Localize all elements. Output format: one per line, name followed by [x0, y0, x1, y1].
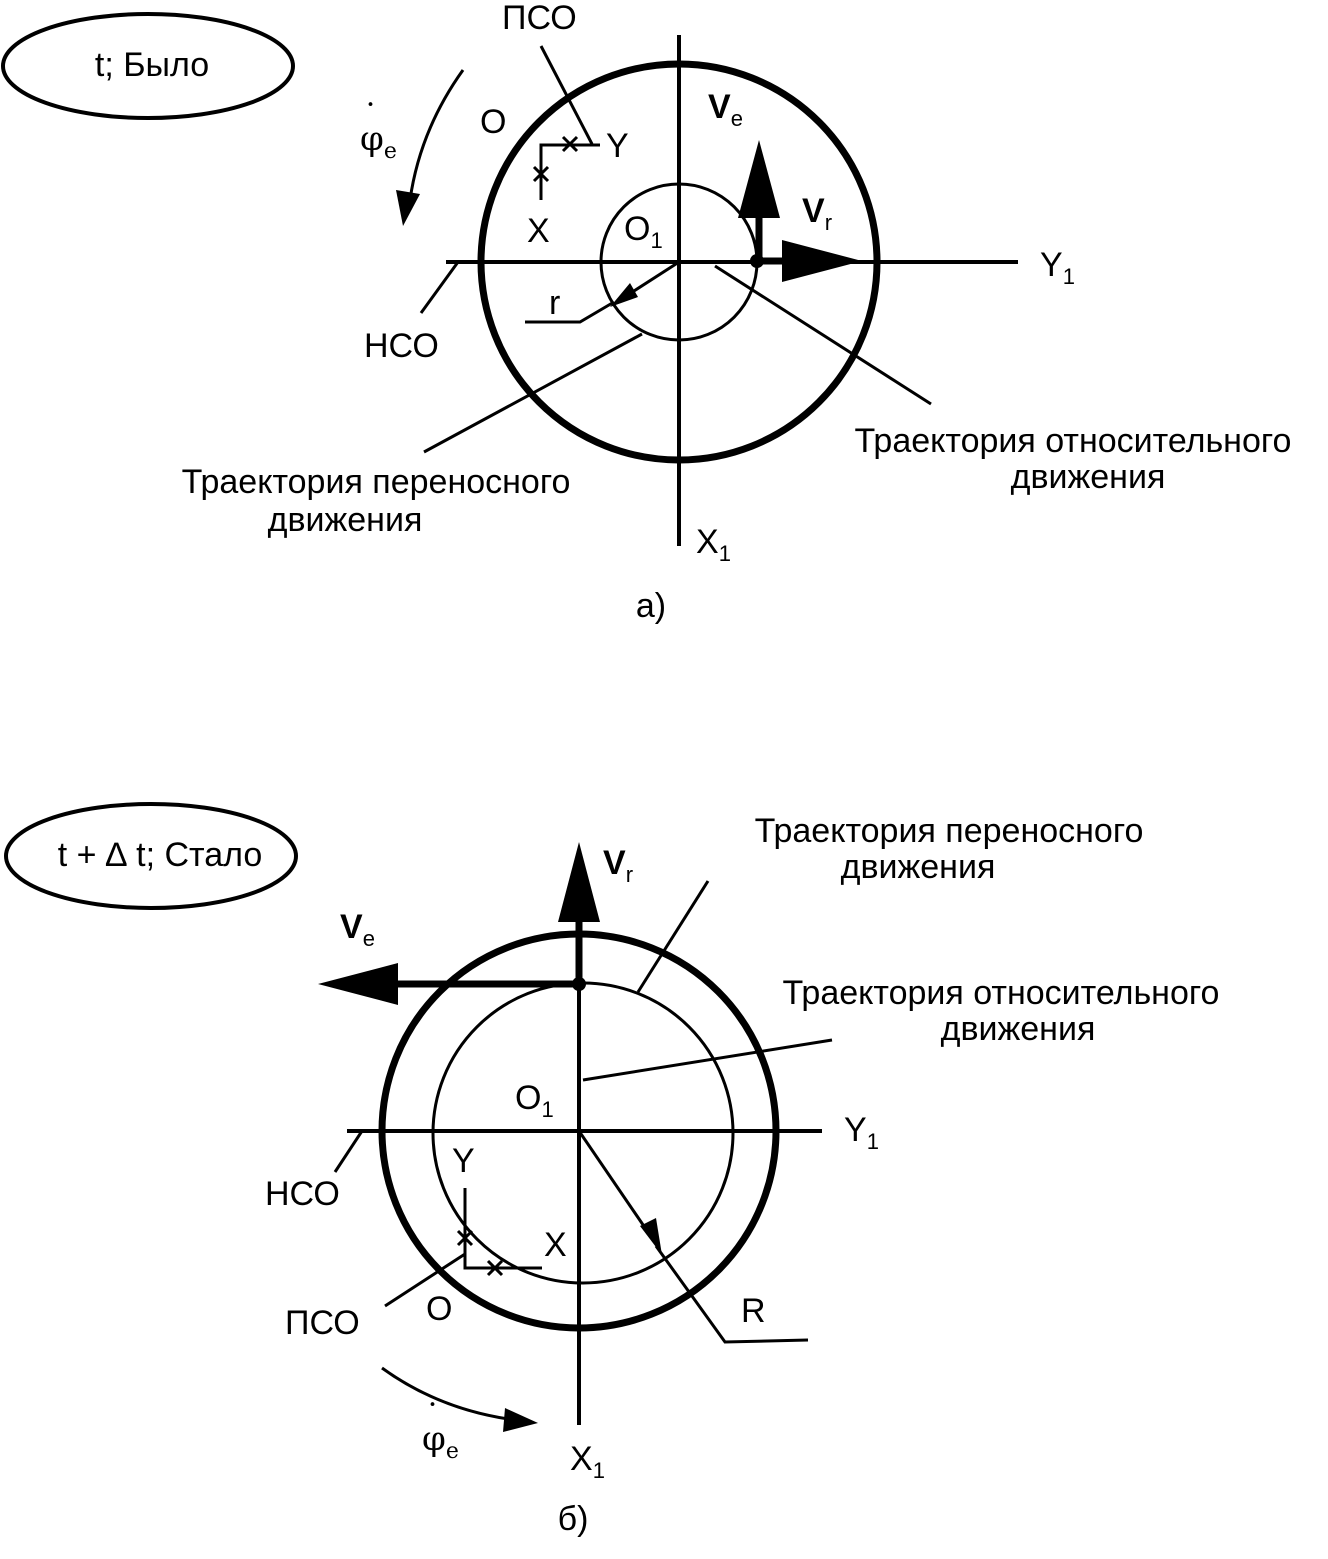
local-frame-axes-a: [539, 143, 600, 200]
pso-label-b: ПСО: [285, 1304, 360, 1342]
panel-a: t; Было r ПСО O Y X НСО O1 Y1: [1, 0, 1292, 625]
transport-traj-label-a: Траектория переносного: [182, 463, 571, 501]
origin-o1-label-b: O1: [515, 1079, 554, 1122]
phi-dot-mark-b: ˙: [424, 1397, 441, 1437]
radius-r-leader-b: [654, 1245, 809, 1344]
pso-label-a: ПСО: [502, 0, 577, 37]
transport-traj-label2-b: движения: [841, 848, 996, 886]
transport-traj-leader-a: [423, 332, 643, 454]
frame-tick-x-b: [486, 1259, 504, 1277]
frame-tick-x-a: [532, 165, 550, 183]
axis-y1-label-b: Y1: [844, 1111, 879, 1154]
nso-leader-a: [419, 261, 460, 314]
frame-tick-y-a: [561, 135, 579, 153]
origin-o-label-a: O: [480, 103, 506, 141]
state-label-a: t; Было: [95, 46, 209, 84]
axis-x1-label-a: X1: [696, 523, 731, 566]
ve-vector-head-a: [738, 140, 780, 218]
pso-leader-b: [384, 1252, 466, 1308]
radius-r-leader-a: [525, 300, 615, 324]
transport-traj-leader-b: [636, 880, 710, 993]
relative-traj-label2-b: движения: [941, 1010, 1096, 1048]
transport-trajectory-circle-a: [477, 60, 881, 464]
relative-traj-leader-a: [714, 264, 932, 406]
vr-vector-head-b: [558, 842, 600, 922]
vr-label-b: Vr: [603, 844, 633, 887]
axis-y1-label-a: Y1: [1040, 246, 1075, 289]
caption-b: б): [558, 1500, 589, 1538]
local-frame-axes-b: [463, 1188, 542, 1270]
state-label-ellipse-a: [1, 12, 295, 120]
panel-b: t + ∆ t; Стало R O1 Y1 X1 НСО: [4, 802, 1220, 1538]
phi-dot-mark-a: ˙: [362, 97, 379, 137]
vr-vector-head-a: [782, 240, 862, 282]
phi-dot-label-a: φe: [360, 119, 397, 164]
axis-x-label-a: X: [527, 212, 550, 250]
radius-r-arrowhead-a: [610, 283, 638, 307]
pso-leader-a: [539, 45, 594, 145]
transport-traj-label-b: Траектория переносного: [755, 812, 1144, 850]
relative-traj-label-b: Траектория относительного: [783, 974, 1220, 1012]
ve-label-b: Ve: [340, 908, 375, 951]
state-label-ellipse-b: [4, 802, 298, 910]
caption-a: а): [636, 587, 666, 625]
origin-o1-label-a: O1: [624, 210, 663, 253]
relative-traj-leader-b: [582, 1038, 833, 1082]
radius-r-label-b: R: [741, 1292, 766, 1330]
axis-x-label-b: X: [544, 1226, 567, 1264]
transport-traj-label2-a: движения: [268, 501, 423, 539]
ve-label-a: Ve: [708, 88, 743, 131]
vr-label-a: Vr: [802, 192, 832, 235]
angular-velocity-arc-b: [381, 1366, 516, 1422]
origin-o-label-b: O: [426, 1290, 452, 1328]
phi-dot-label-b: φe: [422, 1419, 459, 1464]
angular-velocity-arrowhead-a: [396, 190, 420, 226]
angular-velocity-arrowhead-b: [503, 1408, 538, 1432]
relative-traj-label-a: Траектория относительного: [855, 422, 1292, 460]
axis-y-label-b: Y: [452, 1142, 475, 1180]
relative-traj-label2-a: движения: [1011, 458, 1166, 496]
nso-label-b: НСО: [265, 1175, 340, 1213]
state-label-b: t + ∆ t; Стало: [58, 836, 263, 874]
frame-tick-y-b: [456, 1229, 474, 1247]
nso-label-a: НСО: [364, 327, 439, 365]
axis-y-label-a: Y: [606, 127, 629, 165]
radius-r-line-b: [577, 1130, 654, 1239]
ve-vector-head-b: [318, 963, 398, 1005]
axis-x1-label-b: X1: [570, 1440, 605, 1483]
angular-velocity-arc-a: [408, 69, 465, 201]
radius-r-label-a: r: [549, 284, 560, 322]
nso-leader-b: [333, 1130, 364, 1173]
